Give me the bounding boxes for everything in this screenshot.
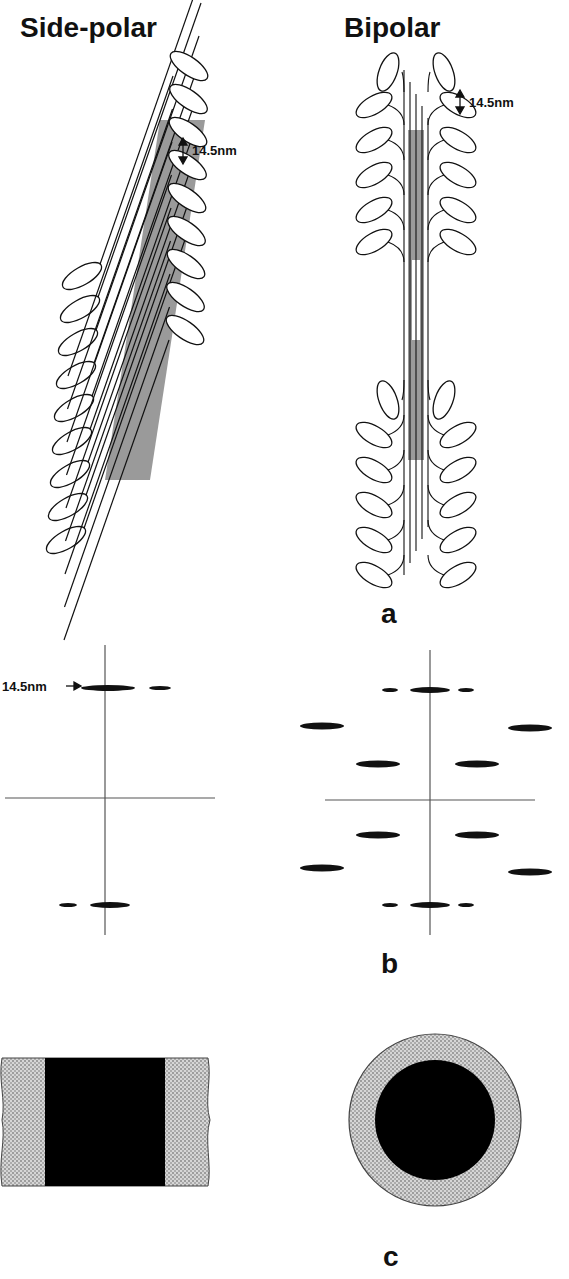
myosin-head — [429, 378, 460, 422]
diffraction-axes — [5, 645, 535, 935]
spacing-arrow — [179, 90, 464, 164]
myosin-tail — [415, 94, 416, 551]
myosin-head — [58, 257, 105, 295]
myosin-head — [373, 50, 404, 94]
myosin-head — [46, 455, 93, 493]
myosin-head — [162, 277, 208, 317]
myosin-head — [164, 178, 210, 218]
myosin-head — [44, 488, 91, 526]
myosin-head — [352, 122, 396, 158]
myosin-head — [352, 522, 396, 558]
myosin-tail — [96, 3, 201, 303]
diffraction-reflection — [59, 685, 552, 908]
myosin-head — [436, 192, 480, 228]
myosin-tail — [64, 340, 169, 640]
myosin-tail — [68, 109, 173, 409]
panel-letter: b — [381, 950, 398, 978]
myosin-head — [436, 522, 480, 558]
myosin-tail — [403, 70, 404, 575]
dimension-label: 14.5nm — [469, 96, 514, 109]
dimension-label: 14.5nm — [192, 144, 237, 157]
myosin-head — [436, 487, 480, 523]
myosin-head — [352, 87, 396, 123]
column-title: Side-polar — [20, 14, 157, 42]
myosin-tail — [94, 36, 199, 336]
myosin-tail — [409, 82, 410, 563]
myosin-tail — [67, 142, 172, 442]
myosin-head — [352, 487, 396, 523]
myosin-tail — [427, 118, 428, 527]
myosin-tail — [84, 201, 189, 501]
myosin-head — [352, 192, 396, 228]
myosin-head — [352, 452, 396, 488]
myosin-head — [429, 50, 460, 94]
myosin-head — [352, 224, 396, 260]
myosin-head — [436, 417, 480, 453]
myosin-head — [352, 417, 396, 453]
myosin-tail — [86, 168, 191, 468]
myosin-head — [163, 244, 209, 284]
filament-cross-section — [1, 1034, 521, 1206]
myosin-head — [436, 157, 480, 193]
myosin-head — [436, 452, 480, 488]
myosin-head — [163, 211, 209, 251]
myosin-head — [436, 557, 480, 593]
panel-letter: c — [383, 1243, 399, 1271]
dimension-label: 14.5nm — [2, 680, 47, 693]
myosin-head — [373, 378, 404, 422]
myosin-tail — [88, 135, 193, 435]
myosin-tail — [421, 106, 422, 539]
panel-letter: a — [381, 600, 397, 628]
myosin-tail — [90, 102, 195, 402]
myosin-head — [166, 46, 212, 86]
pointer-arrow — [66, 682, 81, 690]
myosin-head — [436, 224, 480, 260]
myosin-head — [436, 122, 480, 158]
column-title: Bipolar — [344, 14, 440, 42]
side-polar-filament — [42, 0, 212, 640]
myosin-head — [52, 356, 99, 394]
myosin-head — [54, 323, 101, 361]
myosin-tail — [66, 208, 171, 508]
myosin-head — [162, 310, 208, 350]
myosin-head — [165, 79, 211, 119]
myosin-head — [352, 557, 396, 593]
bipolar-filament — [352, 50, 480, 593]
myosin-tail — [68, 76, 173, 376]
myosin-tail — [67, 175, 172, 475]
myosin-head — [352, 157, 396, 193]
